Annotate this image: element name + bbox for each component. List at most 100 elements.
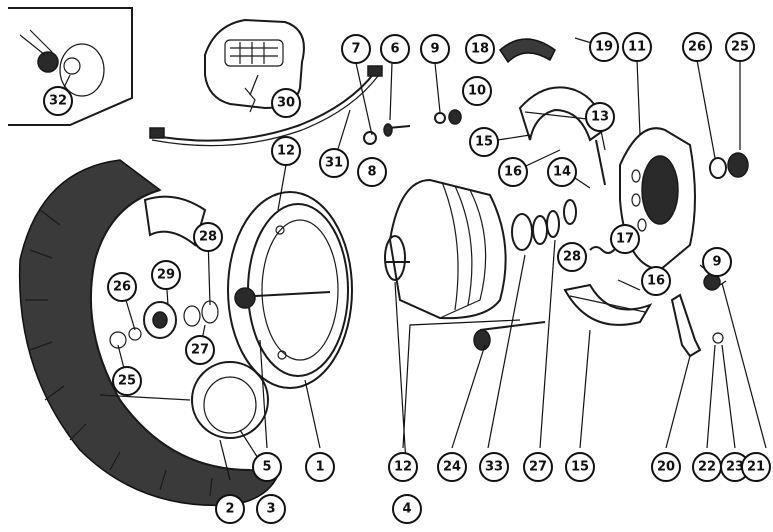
bearings-center (473, 199, 577, 351)
label-18: 18 (471, 42, 489, 57)
callout-30: 30 (271, 88, 301, 118)
label-14: 14 (553, 165, 571, 180)
inset-detail (8, 7, 133, 126)
brake-shoe-upper (518, 86, 606, 142)
callout-26-left: 26 (107, 272, 137, 302)
nuts-top-right (709, 152, 749, 179)
brake-lining (499, 38, 556, 64)
label-31: 31 (325, 156, 343, 171)
label-9a: 9 (430, 42, 439, 57)
speedometer-cable (149, 65, 383, 147)
label-26a: 26 (113, 280, 131, 295)
callout-8: 8 (357, 157, 387, 187)
callout-1: 1 (305, 452, 335, 482)
callout-2: 2 (215, 494, 245, 524)
label-10: 10 (468, 84, 486, 99)
brake-lever (670, 273, 724, 358)
callout-12-top: 12 (271, 136, 301, 166)
callout-29: 29 (151, 260, 181, 290)
brake-backplate (619, 127, 696, 272)
callout-14: 14 (547, 157, 577, 187)
callout-9-right: 9 (702, 247, 732, 277)
callout-13: 13 (585, 102, 615, 132)
label-28a: 28 (199, 230, 217, 245)
callout-3: 3 (256, 494, 286, 524)
callout-5: 5 (252, 452, 282, 482)
label-7: 7 (351, 42, 360, 57)
callout-16-right: 16 (641, 266, 671, 296)
callout-12-bottom: 12 (388, 452, 418, 482)
callout-27-bottom: 27 (523, 452, 553, 482)
callout-24: 24 (437, 452, 467, 482)
callout-18: 18 (465, 34, 495, 64)
label-8: 8 (367, 165, 376, 180)
inner-tube (99, 361, 269, 439)
callout-15-top: 15 (469, 127, 499, 157)
label-26b: 26 (688, 40, 706, 55)
callout-28-right: 28 (557, 242, 587, 272)
label-4: 4 (402, 502, 411, 517)
label-6: 6 (390, 42, 399, 57)
speedometer-head (204, 18, 305, 113)
tire (18, 159, 282, 507)
label-23: 23 (726, 460, 744, 475)
callout-16-top: 16 (498, 157, 528, 187)
label-20: 20 (657, 460, 675, 475)
label-29: 29 (157, 268, 175, 283)
label-28b: 28 (563, 250, 581, 265)
callout-7: 7 (341, 34, 371, 64)
leader-lines (57, 59, 767, 481)
label-13: 13 (591, 110, 609, 125)
label-16a: 16 (504, 165, 522, 180)
callout-25-top: 25 (725, 32, 755, 62)
callout-10: 10 (462, 76, 492, 106)
label-25b: 25 (731, 40, 749, 55)
callout-28-left: 28 (193, 222, 223, 252)
label-30: 30 (277, 96, 295, 111)
label-25a: 25 (118, 374, 136, 389)
label-27a: 27 (191, 343, 209, 358)
callout-19: 19 (589, 32, 619, 62)
callout-4: 4 (392, 494, 422, 524)
label-12a: 12 (277, 144, 295, 159)
small-hardware (363, 37, 606, 186)
callout-22: 22 (692, 452, 722, 482)
callout-32: 32 (43, 86, 73, 116)
brake-drum (384, 178, 507, 320)
callout-9-top: 9 (420, 34, 450, 64)
label-15b: 15 (571, 460, 589, 475)
label-19: 19 (595, 40, 613, 55)
callouts: 32 30 31 7 6 9 10 8 18 19 11 26 25 13 15… (43, 32, 771, 524)
label-33: 33 (485, 460, 503, 475)
label-2: 2 (225, 502, 234, 517)
label-11: 11 (628, 40, 646, 55)
label-27b: 27 (529, 460, 547, 475)
callout-25-left: 25 (112, 366, 142, 396)
label-9b: 9 (712, 255, 721, 270)
callout-26-top: 26 (682, 32, 712, 62)
callout-31: 31 (319, 148, 349, 178)
label-15a: 15 (475, 135, 493, 150)
callout-6: 6 (380, 34, 410, 64)
label-21: 21 (747, 460, 765, 475)
label-12b: 12 (394, 460, 412, 475)
callout-27-left: 27 (185, 335, 215, 365)
brake-shoe-lower (563, 283, 653, 326)
callout-33: 33 (479, 452, 509, 482)
callout-21: 21 (741, 452, 771, 482)
label-1: 1 (315, 460, 324, 475)
label-3: 3 (266, 502, 275, 517)
callout-17: 17 (610, 224, 640, 254)
label-24: 24 (443, 460, 461, 475)
label-17: 17 (616, 232, 634, 247)
rim-half-1 (227, 191, 353, 389)
label-16b: 16 (647, 274, 665, 289)
callout-15-bottom: 15 (565, 452, 595, 482)
label-22: 22 (698, 460, 716, 475)
label-5: 5 (262, 460, 271, 475)
callout-11: 11 (622, 32, 652, 62)
label-32: 32 (49, 94, 67, 109)
callout-20: 20 (651, 452, 681, 482)
